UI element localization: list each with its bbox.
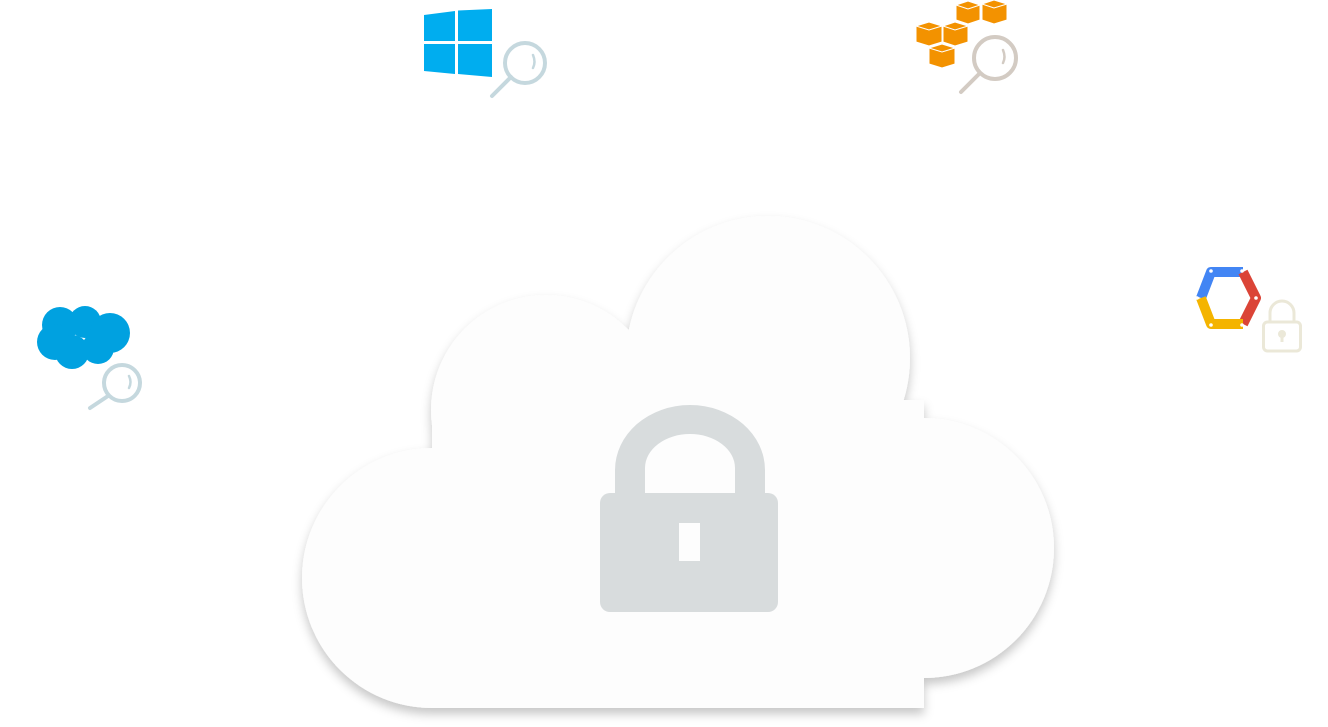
- magnifier-icon: [88, 363, 142, 410]
- windows-logo-icon: [424, 9, 492, 77]
- magnifier-icon: [490, 41, 547, 98]
- aws-logo-icon: [915, 0, 1008, 69]
- cloud-icon: [302, 216, 1054, 708]
- google-cloud-logo-icon: [1195, 267, 1261, 329]
- salesforce-logo-icon: [37, 306, 130, 369]
- padlock-icon: [1262, 299, 1302, 353]
- magnifier-icon: [959, 35, 1018, 94]
- lock-icon: [600, 405, 778, 612]
- keyhole-icon: [679, 523, 700, 561]
